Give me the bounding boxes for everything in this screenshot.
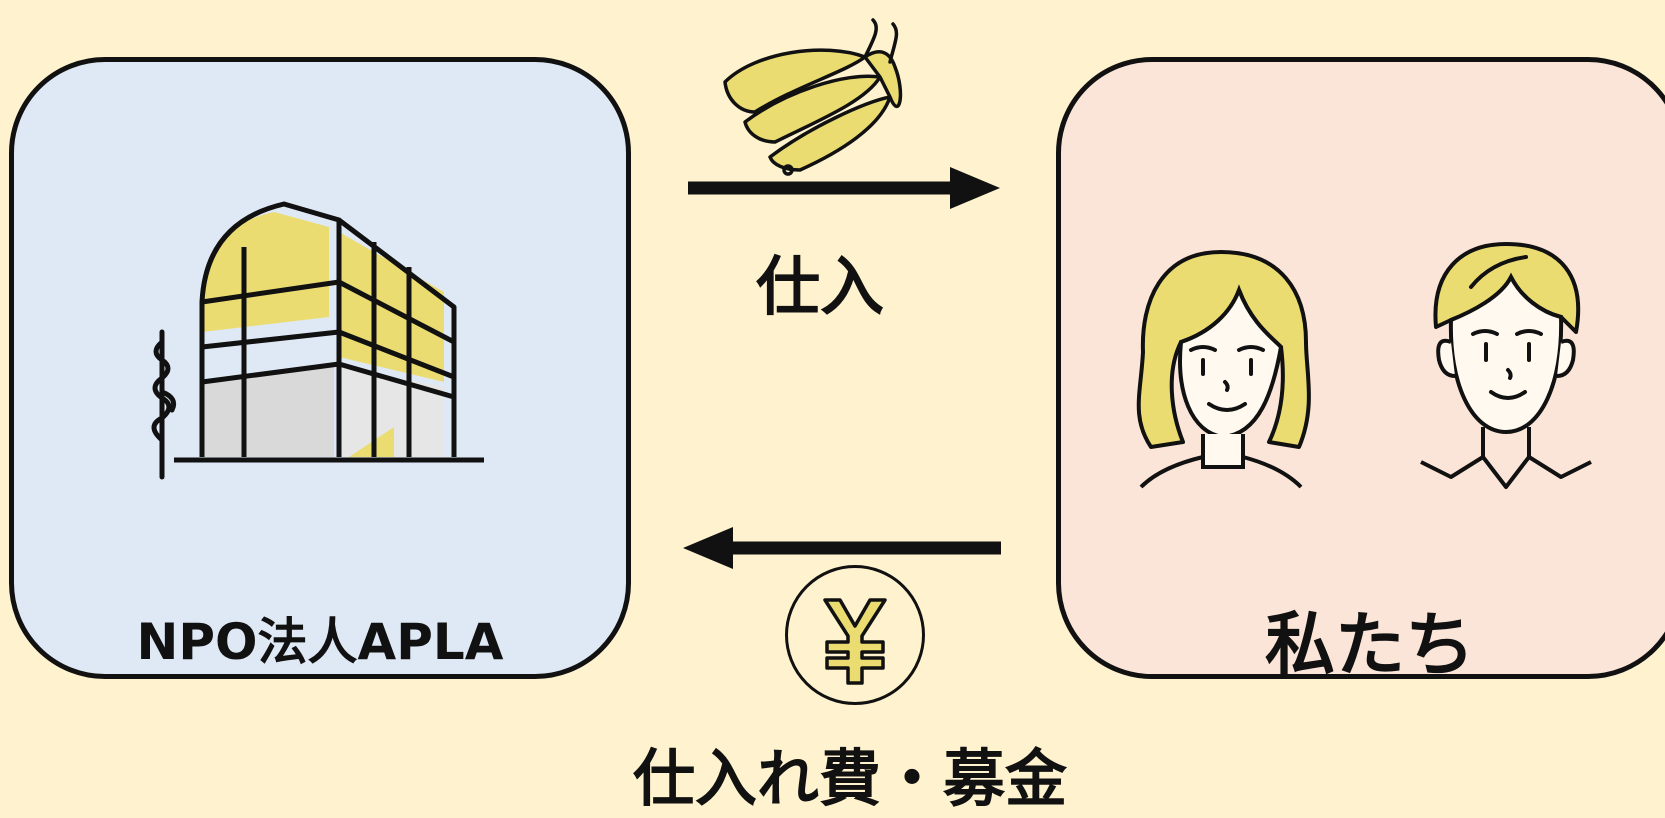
payment-label: 仕入れ費・募金 bbox=[632, 742, 1067, 815]
left-arrow bbox=[683, 527, 1001, 569]
man-icon bbox=[1420, 242, 1592, 489]
us-box: 私たち bbox=[1056, 57, 1665, 686]
banana-icon bbox=[723, 18, 903, 176]
woman-icon bbox=[1136, 250, 1311, 489]
right-arrow bbox=[688, 167, 1000, 209]
yen-coin-icon bbox=[785, 565, 925, 705]
building-icon bbox=[151, 201, 484, 480]
purchase-label: 仕入 bbox=[756, 251, 884, 325]
organization-label: NPO法人APLA bbox=[136, 613, 504, 671]
organization-box: NPO法人APLA bbox=[9, 57, 631, 679]
us-label: 私たち bbox=[1265, 604, 1475, 686]
